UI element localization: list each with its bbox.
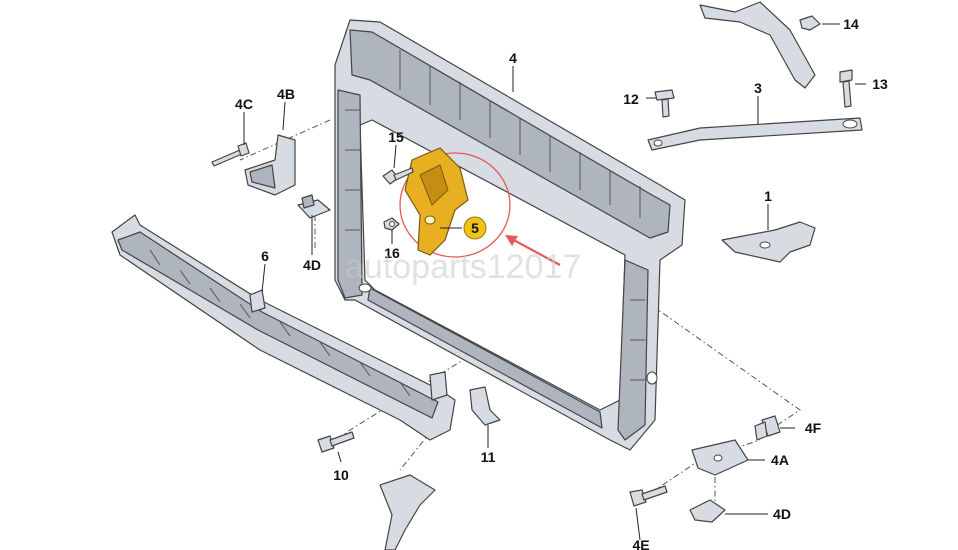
part-5-badge: 5 <box>440 216 487 240</box>
bracket-part-5[interactable] <box>404 147 469 256</box>
label-4E: 4E <box>632 537 649 550</box>
clip-4F[interactable] <box>754 415 781 441</box>
nut-14[interactable] <box>799 15 821 31</box>
bolt-4E[interactable] <box>629 485 668 507</box>
clip-4D-right[interactable] <box>689 499 726 523</box>
lower-cross-member[interactable] <box>111 214 456 441</box>
label-16: 16 <box>384 245 400 261</box>
watermark: autoparts12017 <box>345 248 581 286</box>
label-13: 13 <box>872 76 888 92</box>
leader-lines <box>243 23 866 541</box>
label-3: 3 <box>754 80 762 96</box>
bolt-10[interactable] <box>317 431 355 453</box>
nut-16[interactable] <box>383 217 400 231</box>
label-10: 10 <box>333 467 349 483</box>
label-1: 1 <box>764 188 772 204</box>
label-4D-right: 4D <box>773 506 791 522</box>
label-6: 6 <box>261 248 269 264</box>
label-4B: 4B <box>277 86 295 102</box>
label-4D-left: 4D <box>303 257 321 273</box>
lower-bracket[interactable] <box>379 474 436 550</box>
label-12: 12 <box>623 91 639 107</box>
bracket-upper[interactable] <box>699 1 816 89</box>
label-4A: 4A <box>771 452 789 468</box>
label-14: 14 <box>843 16 859 32</box>
label-11: 11 <box>481 449 496 465</box>
strut-3[interactable] <box>647 117 863 151</box>
bracket-4B[interactable] <box>244 134 296 196</box>
screw-15[interactable] <box>382 167 414 185</box>
label-15: 15 <box>388 129 404 145</box>
label-4C: 4C <box>235 96 253 112</box>
bolt-12[interactable] <box>654 89 675 118</box>
label-4: 4 <box>509 50 517 66</box>
label-5: 5 <box>471 220 479 236</box>
clip-4D-left[interactable] <box>297 194 331 219</box>
bracket-1[interactable] <box>721 221 816 263</box>
bolt-13[interactable] <box>839 69 853 108</box>
label-4F: 4F <box>805 420 822 436</box>
highlight-circle <box>399 152 561 266</box>
bracket-4A[interactable] <box>691 439 749 476</box>
clip-11[interactable] <box>469 386 501 426</box>
bolt-4C[interactable] <box>211 142 250 167</box>
